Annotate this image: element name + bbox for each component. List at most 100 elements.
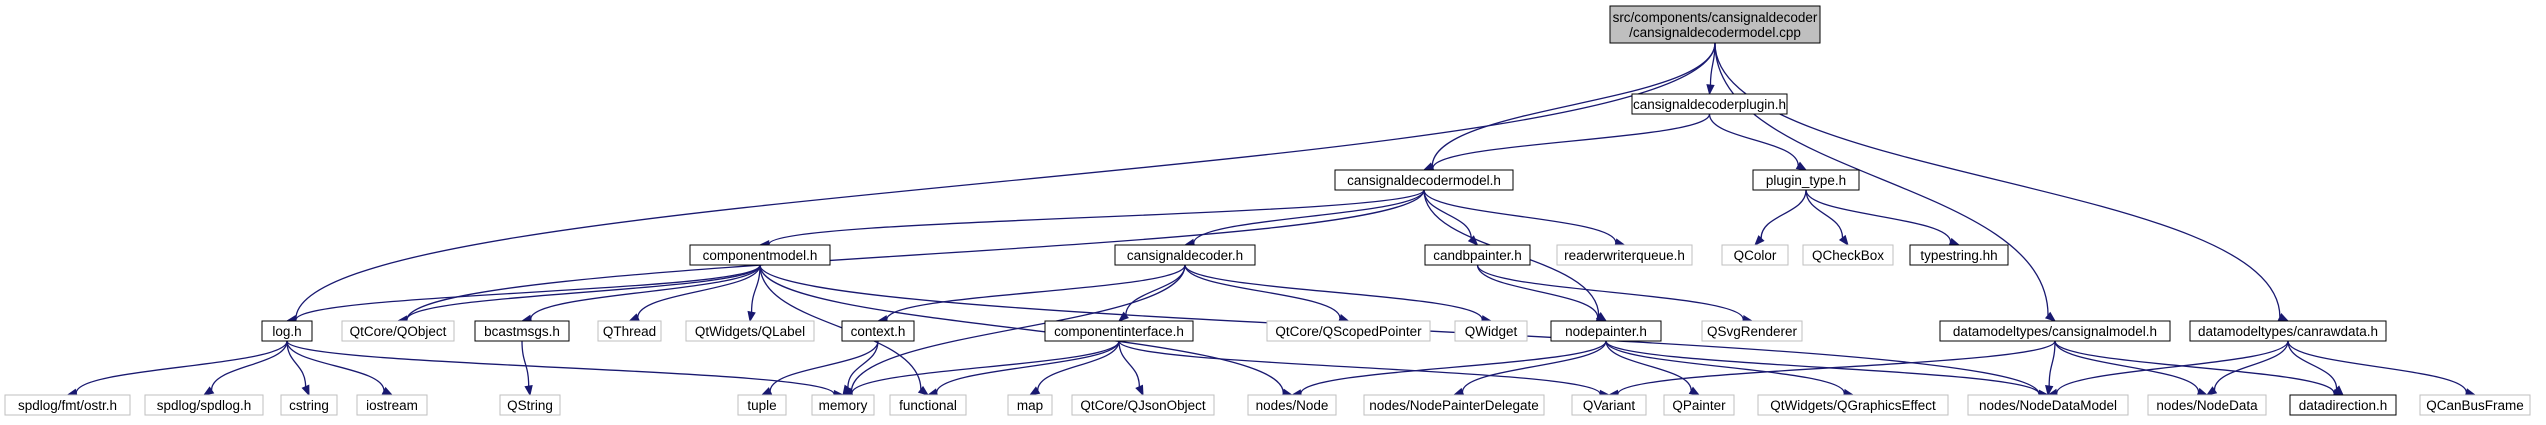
edge-log-to-fmt <box>66 340 288 397</box>
edge-line <box>850 264 1186 392</box>
edge-csm-to-ndm <box>2045 340 2056 397</box>
arrowhead-icon <box>301 384 310 397</box>
node-label: QtCore/QObject <box>350 324 447 339</box>
node-box <box>889 394 967 416</box>
node-label: QWidget <box>1465 324 1518 339</box>
node-plugin_h[interactable]: cansignaldecoderplugin.h <box>1631 93 1788 115</box>
edge-line <box>1193 189 1425 244</box>
node-box <box>1334 169 1514 191</box>
node-datadir[interactable]: datadirection.h <box>2289 394 2397 416</box>
edges-layer <box>66 42 2477 399</box>
arrowhead-icon <box>2205 386 2218 396</box>
node-nodepainter[interactable]: nodepainter.h <box>1550 320 1662 342</box>
edge-nodepainter-to-ndm <box>1605 340 2050 399</box>
arrowhead-icon <box>1117 311 1129 322</box>
node-label: cansignaldecodermodel.h <box>1347 173 1501 188</box>
node-box <box>597 320 662 342</box>
edge-line <box>1708 113 1799 166</box>
node-log[interactable]: log.h <box>261 320 313 342</box>
edge-line <box>1476 264 1599 318</box>
edge-crd-to-qcanbus <box>2287 340 2477 397</box>
node-box <box>1752 169 1860 191</box>
edge-line <box>406 264 761 320</box>
edge-nodepainter-to-nnode <box>1290 340 1607 398</box>
node-model_h[interactable]: cansignaldecodermodel.h <box>1334 169 1514 191</box>
node-box <box>1609 5 1821 44</box>
arrowhead-icon <box>1754 235 1765 247</box>
node-box <box>1571 394 1647 416</box>
node-label: nodes/NodeData <box>2156 398 2258 413</box>
arrowhead-icon <box>1028 386 1041 396</box>
node-typestring[interactable]: typestring.hh <box>1909 244 2009 266</box>
edge-bcastmsgs-to-qstring <box>521 340 533 397</box>
edge-line <box>1617 340 2056 395</box>
node-root[interactable]: src/components/cansignaldecoder/cansigna… <box>1609 5 1821 44</box>
node-label: QColor <box>1734 248 1777 263</box>
node-plugin_type[interactable]: plugin_type.h <box>1752 169 1860 191</box>
edge-line <box>286 340 385 392</box>
edge-candbpainter-to-qsvg <box>1476 264 1754 324</box>
node-label: datadirection.h <box>2299 398 2388 413</box>
edge-compiface-to-memory <box>841 340 1120 398</box>
node-componentmodel[interactable]: componentmodel.h <box>689 244 831 266</box>
node-csm[interactable]: datamodeltypes/cansignalmodel.h <box>1939 320 2171 342</box>
node-box <box>1424 244 1531 266</box>
node-qsvg: QSvgRenderer <box>1701 320 1803 342</box>
edge-log-to-iostream <box>286 340 394 396</box>
node-label: datamodeltypes/cansignalmodel.h <box>1953 324 2157 339</box>
node-bcastmsgs[interactable]: bcastmsgs.h <box>474 320 570 342</box>
node-box <box>1266 320 1431 342</box>
node-label: memory <box>819 398 868 413</box>
arrowhead-icon <box>2044 311 2057 322</box>
edge-plugin_h-to-model_h <box>1422 113 1711 173</box>
edge-line <box>1432 113 1711 169</box>
arrowhead-icon <box>1135 384 1144 397</box>
node-compiface[interactable]: componentinterface.h <box>1044 320 1194 342</box>
node-npd: nodes/NodePainterDelegate <box>1363 394 1545 416</box>
edge-componentmodel-to-functional <box>759 264 930 396</box>
edge-line <box>1423 189 1472 239</box>
edge-line <box>2213 340 2289 391</box>
node-iostream: iostream <box>356 394 428 416</box>
node-label: spdlog/fmt/ostr.h <box>18 398 117 413</box>
node-label: log.h <box>272 324 301 339</box>
edge-line <box>2287 340 2338 389</box>
node-box <box>1631 93 1788 115</box>
node-label: typestring.hh <box>1920 248 1997 263</box>
edge-line <box>1431 42 1716 167</box>
node-box <box>737 394 787 416</box>
node-candbpainter[interactable]: candbpainter.h <box>1424 244 1531 266</box>
node-box <box>474 320 570 342</box>
edge-line <box>1461 340 1607 393</box>
edge-line <box>75 340 288 394</box>
node-label: QCheckBox <box>1812 248 1884 263</box>
edge-log-to-cstring <box>286 340 310 397</box>
node-map: map <box>1007 394 1053 416</box>
node-label: plugin_type.h <box>1766 173 1846 188</box>
edge-csm-to-datadir <box>2054 340 2345 398</box>
node-label: functional <box>899 398 957 413</box>
edge-line <box>286 340 835 395</box>
edge-csm-to-ndata <box>2054 340 2209 396</box>
edge-line <box>521 340 530 387</box>
edge-crd-to-datadir <box>2287 340 2344 396</box>
node-box <box>1071 394 1215 416</box>
node-context[interactable]: context.h <box>841 320 915 342</box>
node-cstring: cstring <box>280 394 338 416</box>
node-decoder_h[interactable]: cansignaldecoder.h <box>1114 244 1256 266</box>
edge-decoder_h-to-context <box>876 264 1186 324</box>
node-box <box>1114 244 1256 266</box>
node-box <box>2419 394 2531 416</box>
node-box <box>1663 394 1735 416</box>
edge-line <box>1184 264 1483 320</box>
edge-line <box>1037 340 1120 391</box>
node-crd[interactable]: datamodeltypes/canrawdata.h <box>2189 320 2387 342</box>
arrowhead-icon <box>917 385 930 396</box>
node-label: nodes/NodeDataModel <box>1979 398 2117 413</box>
edge-componentmodel-to-qobject <box>396 264 761 324</box>
node-label: context.h <box>851 324 906 339</box>
nodes-layer: src/components/cansignaldecoder/cansigna… <box>4 5 2531 416</box>
node-box <box>4 394 131 416</box>
edge-plugin_type-to-qcheckbox <box>1805 189 1849 247</box>
